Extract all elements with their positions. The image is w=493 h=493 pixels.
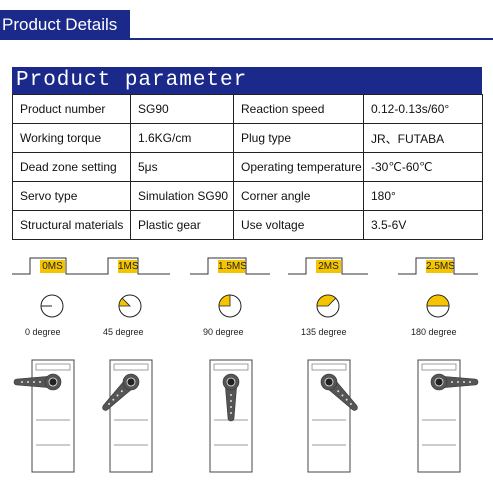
product-details-banner: Product Details <box>0 10 130 40</box>
table-row: Structural materials Plastic gear Use vo… <box>12 210 483 240</box>
angle-dial <box>218 294 242 318</box>
pulse-waveform <box>398 257 478 275</box>
horn-hole <box>27 381 29 383</box>
horn-hole <box>33 381 35 383</box>
angle-dial <box>40 294 64 318</box>
table-row: Product number SG90 Reaction speed 0.12-… <box>12 94 483 124</box>
parameter-table: Product number SG90 Reaction speed 0.12-… <box>12 94 483 240</box>
pulse-width-label: 1.5MS <box>218 260 247 273</box>
pulse-line <box>398 257 478 275</box>
param-value: 0.12-0.13s/60° <box>363 94 483 124</box>
servo-mount-tab <box>35 363 71 371</box>
servo-horn <box>13 375 54 389</box>
degree-label: 180 degree <box>411 327 457 337</box>
pulse-width-label: 2.5MS <box>426 260 455 273</box>
horn-hole <box>230 394 232 396</box>
param-label: Structural materials <box>12 210 131 240</box>
pulse-width-label: 2MS <box>316 260 341 273</box>
horn-hole <box>337 390 340 393</box>
param-value: 5μs <box>130 152 234 182</box>
servo-mount-tab <box>421 363 457 371</box>
servo-horn <box>438 375 479 389</box>
servo-illustration <box>13 359 75 473</box>
horn-hole <box>230 400 232 402</box>
horn-hole <box>112 398 115 401</box>
param-value: SG90 <box>130 94 234 124</box>
pulse-width-label: 0MS <box>40 260 65 273</box>
horn-hole <box>469 381 471 383</box>
horn-hole <box>230 412 232 414</box>
servo-illustration <box>417 359 479 473</box>
hub-screw <box>48 377 58 387</box>
horn-hole <box>230 406 232 408</box>
servo-illustration <box>307 359 358 473</box>
param-label: Plug type <box>233 123 364 153</box>
degree-label: 90 degree <box>203 327 244 337</box>
hub-screw <box>126 377 136 387</box>
degree-label: 45 degree <box>103 327 144 337</box>
dial-sector <box>316 294 337 307</box>
parameter-title-text: Product parameter <box>16 69 248 92</box>
param-value: -30℃-60℃ <box>363 152 483 182</box>
pulse-line <box>12 257 92 275</box>
degree-label: 0 degree <box>25 327 61 337</box>
horn-hole <box>345 398 348 401</box>
param-value: 180° <box>363 181 483 211</box>
dial-sector <box>426 294 450 307</box>
param-value: 3.5-6V <box>363 210 483 240</box>
servo-mount-tab <box>213 363 249 371</box>
param-value: 1.6KG/cm <box>130 123 234 153</box>
servo-horn <box>224 381 238 422</box>
horn-hole <box>116 394 119 397</box>
pulse-line <box>90 257 170 275</box>
angle-dial <box>316 294 340 318</box>
param-label: Working torque <box>12 123 131 153</box>
table-row: Working torque 1.6KG/cm Plug type JR、FUT… <box>12 123 483 153</box>
param-label: Use voltage <box>233 210 364 240</box>
pulse-line <box>190 257 270 275</box>
pulse-waveform <box>90 257 170 275</box>
table-row: Servo type Simulation SG90 Corner angle … <box>12 181 483 211</box>
pulse-angle-diagram: 0MS 0 degree 1MS 45 degree 1.5MS 90 degree 2MS… <box>0 252 493 492</box>
page-title: Product Details <box>2 15 118 34</box>
hub-screw <box>324 377 334 387</box>
param-value: JR、FUTABA <box>363 123 483 153</box>
param-label: Reaction speed <box>233 94 364 124</box>
angle-dial <box>426 294 450 318</box>
horn-hole <box>39 381 41 383</box>
dial-sector <box>118 297 131 307</box>
horn-hole <box>463 381 465 383</box>
hub-screw <box>434 377 444 387</box>
dial-sector <box>218 294 231 307</box>
param-label: Operating temperature <box>233 152 364 182</box>
header-divider <box>130 38 493 40</box>
param-label: Product number <box>12 94 131 124</box>
servo-mount-tab <box>113 363 149 371</box>
horn-hole <box>341 394 344 397</box>
param-label: Corner angle <box>233 181 364 211</box>
servo-mount-tab <box>311 363 347 371</box>
pulse-width-label: 1MS <box>118 260 139 273</box>
horn-hole <box>451 381 453 383</box>
horn-hole <box>108 402 111 405</box>
parameter-table-title: Product parameter <box>12 67 482 94</box>
degree-label: 135 degree <box>301 327 347 337</box>
pulse-waveform <box>12 257 92 275</box>
horn-hole <box>120 390 123 393</box>
horn-hole <box>21 381 23 383</box>
param-value: Plastic gear <box>130 210 234 240</box>
pulse-waveform <box>190 257 270 275</box>
angle-dial <box>118 294 142 318</box>
servo-illustration <box>209 359 253 473</box>
pulse-line <box>288 257 368 275</box>
horn-hole <box>457 381 459 383</box>
param-label: Dead zone setting <box>12 152 131 182</box>
param-label: Servo type <box>12 181 131 211</box>
servo-illustration <box>102 359 153 473</box>
param-value: Simulation SG90 <box>130 181 234 211</box>
table-row: Dead zone setting 5μs Operating temperat… <box>12 152 483 182</box>
hub-screw <box>226 377 236 387</box>
horn-hole <box>349 402 352 405</box>
pulse-waveform <box>288 257 368 275</box>
